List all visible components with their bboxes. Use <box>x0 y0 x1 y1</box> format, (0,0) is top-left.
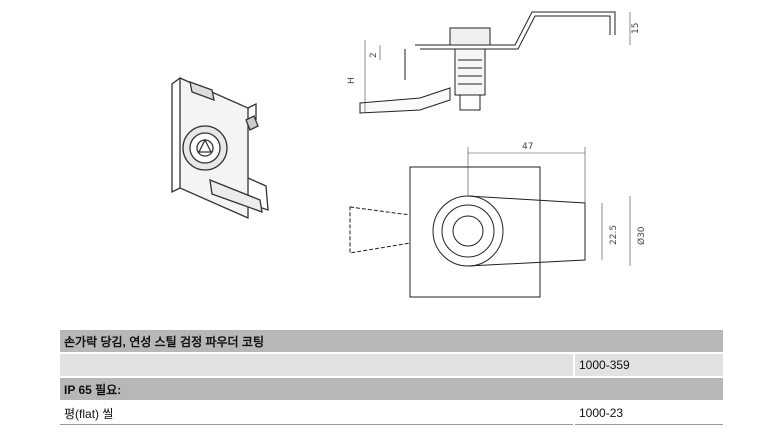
dim-47-label: 47 <box>522 142 533 152</box>
table-section-row: IP 65 필요: <box>60 377 723 402</box>
dim-H-label: H <box>347 77 357 84</box>
row2-label: 평(flat) 씰 <box>60 401 574 425</box>
dim-22-5-label: 22.5 <box>609 225 619 245</box>
dim-2-label: 2 <box>369 52 379 58</box>
section-ip65: IP 65 필요: <box>60 377 723 402</box>
latch-isometric-illustration <box>171 77 269 219</box>
table-row: 평(flat) 씰 1000-23 <box>60 401 723 425</box>
side-view-drawing: H 2 15 <box>347 11 640 114</box>
table-row: 1000-359 <box>60 353 723 378</box>
row2-code: 1000-23 <box>573 401 723 425</box>
spec-table: 손가락 당김, 연성 스틸 검정 파우더 코팅 1000-359 IP 65 필… <box>60 330 723 425</box>
table-header-row: 손가락 당김, 연성 스틸 검정 파우더 코팅 <box>60 330 723 354</box>
table-title: 손가락 당김, 연성 스틸 검정 파우더 코팅 <box>60 330 723 354</box>
front-view-drawing: 47 22.5 Ø30 <box>349 142 647 298</box>
row1-label <box>60 353 574 378</box>
row1-code: 1000-359 <box>573 353 723 378</box>
dim-d30-label: Ø30 <box>636 226 647 245</box>
dim-15-label: 15 <box>631 23 640 34</box>
